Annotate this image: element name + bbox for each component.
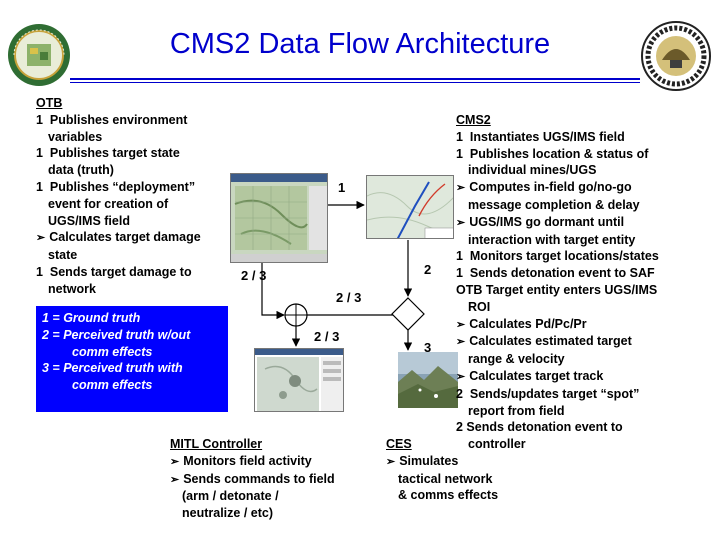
otb-screenshot bbox=[230, 173, 328, 263]
legend-item: 3 = Perceived truth with bbox=[42, 360, 228, 377]
cms2-line: OTB Target entity enters UGS/IMS bbox=[456, 282, 718, 299]
cms2-line: 1 Instantiates UGS/IMS field bbox=[456, 129, 718, 146]
cms2-line: 1 Sends detonation event to SAF bbox=[456, 265, 718, 282]
cms2-line: Calculates Pd/Pc/Pr bbox=[456, 316, 718, 334]
mitl-line: Sends commands to field bbox=[170, 471, 380, 489]
otb-heading: OTB bbox=[36, 95, 236, 112]
ces-line: & comms effects bbox=[386, 487, 546, 504]
otb-block: OTB 1 Publishes environment variables 1 … bbox=[36, 95, 236, 298]
ces-line: tactical network bbox=[386, 471, 546, 488]
ces-router-node bbox=[392, 298, 424, 330]
cms2-line: Computes in-field go/no-go bbox=[456, 179, 718, 197]
otb-line: 1 Publishes target state bbox=[36, 145, 236, 162]
cms2-line: message completion & delay bbox=[456, 197, 718, 214]
legend-box: 1 = Ground truth 2 = Perceived truth w/o… bbox=[36, 306, 228, 412]
cms2-line: 1 Publishes location & status of bbox=[456, 146, 718, 163]
legend-item: comm effects bbox=[42, 377, 228, 394]
ces-line: Simulates bbox=[386, 453, 546, 471]
flow-label-hub-in: 2 / 3 bbox=[336, 290, 361, 305]
mitl-block: MITL Controller Monitors field activity … bbox=[170, 436, 380, 522]
cms2-line: Calculates target track bbox=[456, 368, 718, 386]
cms2-line: interaction with target entity bbox=[456, 232, 718, 249]
cms2-line: 1 Monitors target locations/states bbox=[456, 248, 718, 265]
cms2-screenshot bbox=[366, 175, 454, 239]
cms2-line: individual mines/UGS bbox=[456, 162, 718, 179]
mitl-line: Monitors field activity bbox=[170, 453, 380, 471]
otb-line: state bbox=[36, 247, 236, 264]
otb-line: 1 Publishes environment bbox=[36, 112, 236, 129]
cms2-line: range & velocity bbox=[456, 351, 718, 368]
flow-label-ces-out: 3 bbox=[424, 340, 431, 355]
otb-line: event for creation of bbox=[36, 196, 236, 213]
flow-label-otb-cms2: 1 bbox=[338, 180, 345, 195]
otb-line: variables bbox=[36, 129, 236, 146]
cms2-line: UGS/IMS go dormant until bbox=[456, 214, 718, 232]
otb-line: data (truth) bbox=[36, 162, 236, 179]
mitl-screenshot bbox=[254, 348, 344, 412]
cms2-heading: CMS2 bbox=[456, 112, 718, 129]
otb-line: UGS/IMS field bbox=[36, 213, 236, 230]
legend-item: 2 = Perceived truth w/out bbox=[42, 327, 228, 344]
otb-line: 1 Publishes “deployment” bbox=[36, 179, 236, 196]
cms2-line: 2 Sends/updates target “spot” bbox=[456, 386, 718, 403]
legend-item: 1 = Ground truth bbox=[42, 310, 228, 327]
legend-item: comm effects bbox=[42, 344, 228, 361]
otb-line: Calculates target damage bbox=[36, 229, 236, 247]
ces-screenshot bbox=[398, 352, 458, 408]
mitl-heading: MITL Controller bbox=[170, 436, 380, 453]
cms2-line: ROI bbox=[456, 299, 718, 316]
ces-block: CES Simulates tactical network & comms e… bbox=[386, 436, 546, 504]
otb-line: 1 Sends target damage to bbox=[36, 264, 236, 281]
mitl-line: (arm / detonate / bbox=[170, 488, 380, 505]
cms2-line: report from field bbox=[456, 403, 718, 420]
cms2-block: CMS2 1 Instantiates UGS/IMS field 1 Publ… bbox=[456, 112, 718, 453]
flow-label-cms2-ces: 2 bbox=[424, 262, 431, 277]
otb-line: network bbox=[36, 281, 236, 298]
ces-heading: CES bbox=[386, 436, 546, 453]
mitl-line: neutralize / etc) bbox=[170, 505, 380, 522]
cms2-line: 2 Sends detonation event to bbox=[456, 419, 718, 436]
flow-label-hub-mitl: 2 / 3 bbox=[314, 329, 339, 344]
cms2-line: Calculates estimated target bbox=[456, 333, 718, 351]
flow-label-otb-hub: 2 / 3 bbox=[241, 268, 266, 283]
